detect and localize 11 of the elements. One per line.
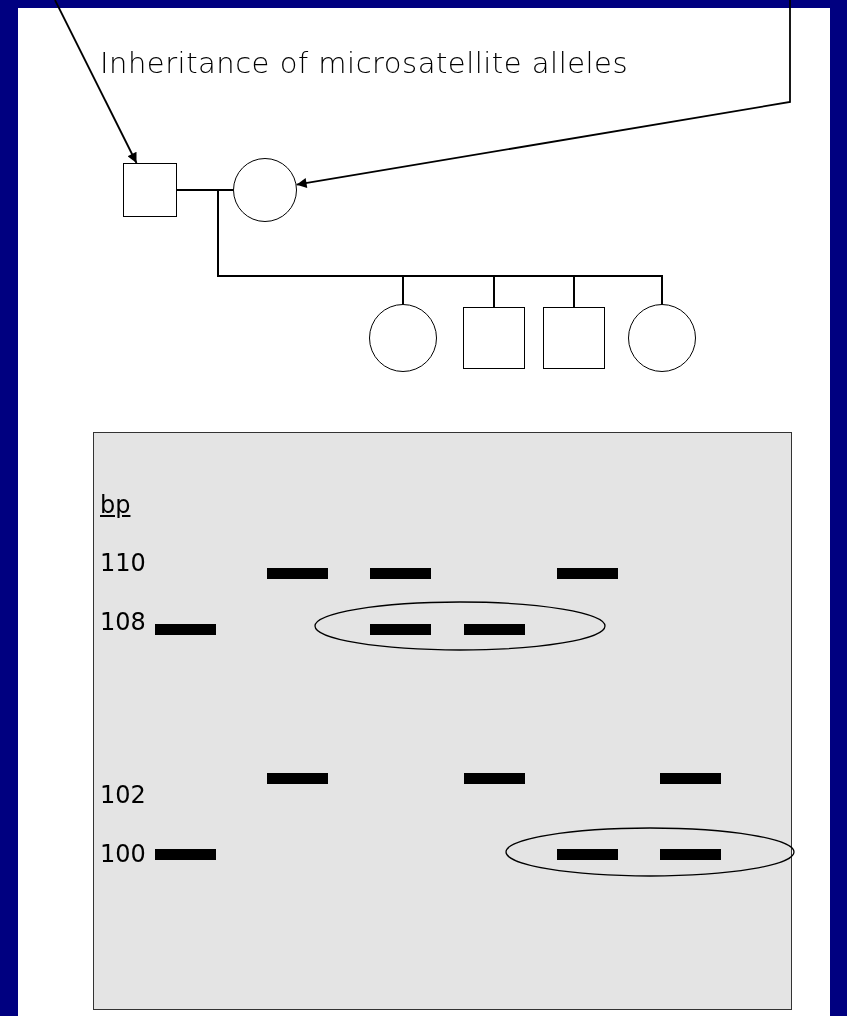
male-square bbox=[123, 163, 177, 217]
size-label: 110 bbox=[100, 548, 146, 578]
arrow bbox=[295, 0, 791, 188]
size-label: 108 bbox=[100, 607, 146, 637]
axis-unit: bp bbox=[100, 490, 131, 520]
size-label: 102 bbox=[100, 780, 146, 810]
arrow bbox=[54, 0, 138, 164]
male-square bbox=[543, 307, 605, 369]
male-square bbox=[463, 307, 525, 369]
size-label: 100 bbox=[100, 839, 146, 869]
title: Inheritance of microsatellite alleles bbox=[100, 46, 629, 80]
